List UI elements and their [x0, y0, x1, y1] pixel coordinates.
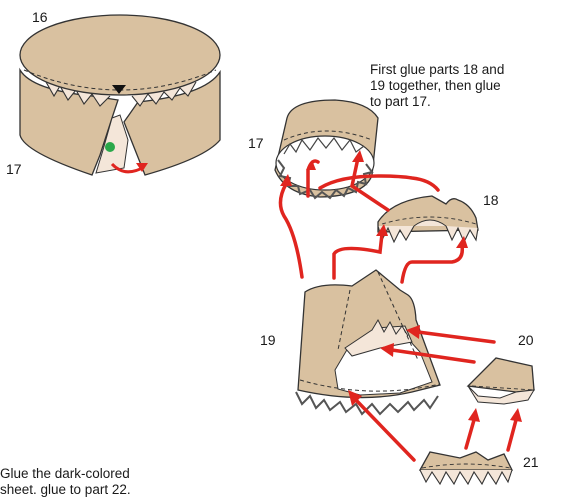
assembly-instruction-bottom-line-1: Glue the dark-colored — [0, 466, 131, 482]
part-label-17-left: 17 — [6, 162, 22, 176]
assembly-instruction-top: First glue parts 18 and 19 together, the… — [370, 62, 504, 110]
part-20 — [468, 358, 534, 404]
part-16-top-disc — [20, 15, 220, 95]
part-label-18: 18 — [483, 193, 499, 207]
assembly-instruction-bottom-line-2: sheet. glue to part 22. — [0, 482, 131, 498]
part-label-20: 20 — [518, 333, 534, 347]
part-label-16: 16 — [32, 10, 48, 24]
arrow-18-to-17-b — [402, 246, 462, 282]
assembly-instruction-top-line-1: First glue parts 18 and — [370, 62, 504, 78]
assembly-instruction-bottom: Glue the dark-colored sheet. glue to par… — [0, 466, 131, 498]
arrow-20-to-19-a — [418, 332, 494, 342]
part-label-21: 21 — [523, 455, 539, 469]
arrow-21-to-20-b — [508, 420, 516, 450]
arrow-21-to-20-a-head — [468, 408, 480, 422]
part-20-body — [468, 358, 534, 392]
part-21-body — [420, 452, 512, 470]
part-16-17-assembly — [20, 15, 220, 175]
part-label-17-right: 17 — [248, 136, 264, 150]
part-18 — [378, 196, 478, 242]
part-21 — [420, 452, 512, 484]
part-19 — [296, 270, 440, 414]
part-label-19: 19 — [260, 333, 276, 347]
arrow-19-to-17 — [280, 184, 302, 277]
assembly-instruction-top-line-3: to part 17. — [370, 94, 504, 110]
arrow-21-to-20-b-head — [510, 408, 522, 422]
assembly-instruction-top-line-2: 19 together, then glue — [370, 78, 504, 94]
part-21-teeth — [420, 470, 512, 484]
arrow-21-to-20-a — [466, 420, 474, 448]
green-dot-icon — [105, 142, 115, 152]
